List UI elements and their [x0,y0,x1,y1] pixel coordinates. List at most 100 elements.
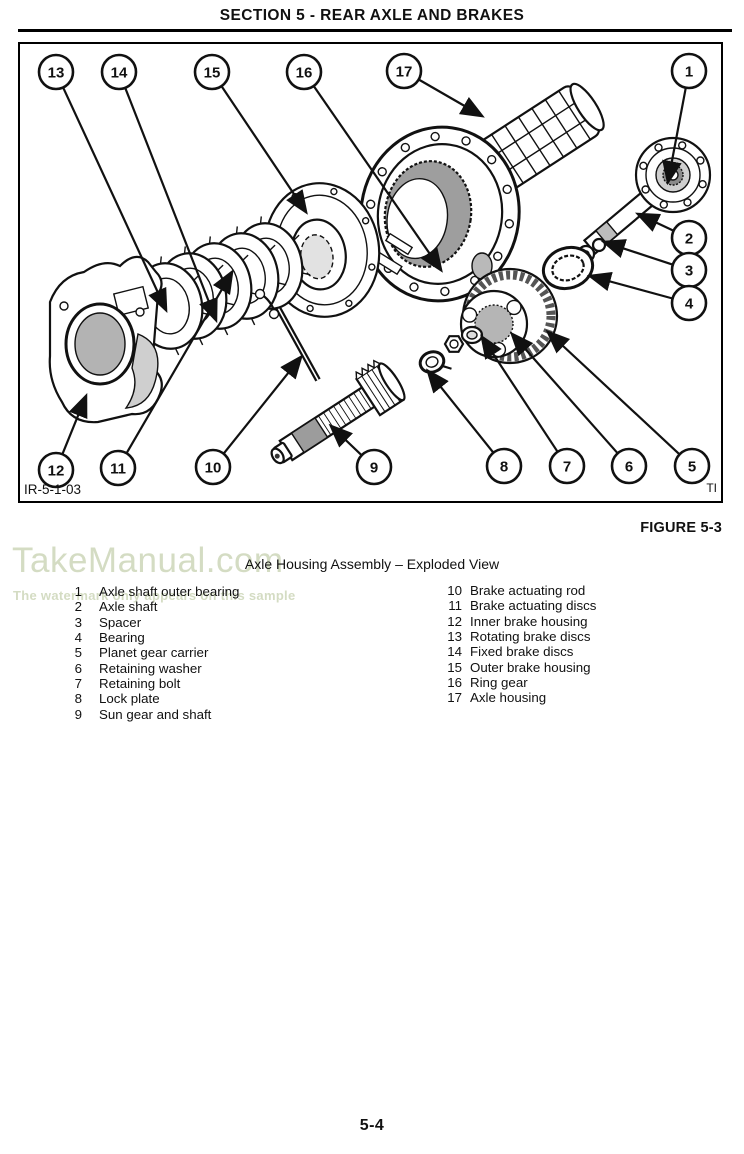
callout-number-3: 3 [685,263,693,280]
callout-circle-12 [37,451,75,489]
callout-number-8: 8 [500,459,508,476]
callout-leader-14 [124,87,218,324]
parts-list-item: 16 Ring gear [438,675,596,690]
part-label: Axle shaft outer bearing [99,584,240,599]
lock-plate-part [418,350,452,374]
part-label: Fixed brake discs [470,644,574,660]
callout-circle-9 [355,448,393,486]
callout-number-2: 2 [685,231,693,248]
callout-number-16: 16 [296,65,313,82]
callout-leader-9 [328,423,363,457]
callout-leader-8 [425,368,495,454]
callout-circle-7 [548,447,586,485]
actuating-lever [254,288,280,320]
part-number: 15 [447,659,462,675]
part-number: 5 [74,645,82,661]
callout-leader-4 [586,271,673,300]
callout-number-13: 13 [48,65,65,82]
callout-leader-16 [312,85,443,273]
part-number: 1 [74,584,82,599]
callout-leader-7 [480,334,559,453]
callout-leader-17 [418,78,485,118]
axle-flange-holes [639,141,707,209]
part-label: Rotating brake discs [470,629,591,645]
callout-circle-17 [385,52,423,90]
part-label: Retaining bolt [99,676,181,692]
figure-label: FIGURE 5-3 [640,520,722,536]
part-number: 8 [74,691,82,707]
artist-initials: TI [706,481,717,495]
callout-leader-15 [220,85,308,215]
callout-circle-14 [100,53,138,91]
callout-number-11: 11 [110,461,126,478]
retaining-bolt-part [443,335,465,353]
parts-list-item: 15 Outer brake housing [438,660,596,675]
part-label: Outer brake housing [470,659,591,675]
part-label: Ring gear [470,675,528,691]
callout-leader-13 [62,86,168,313]
callout-circle-10 [194,448,232,486]
callout-leader-3 [600,239,674,266]
watermark-title: TakeManual.com [12,541,284,580]
part-number: 9 [74,706,82,722]
callout-number-9: 9 [370,460,378,477]
part-label: Axle shaft [99,599,158,615]
callout-circle-15 [193,53,231,91]
retaining-washer-part [460,325,484,345]
callout-circle-6 [610,447,648,485]
callout-number-1: 1 [685,64,693,81]
inner-brake-housing-part [48,255,163,424]
parts-list-item: 5 Planet gear carrier [66,645,239,660]
page-number: 5-4 [359,1117,385,1134]
part-number: 2 [74,599,82,615]
parts-list-item: 9 Sun gear and shaft [66,707,239,722]
part-label: Inner brake housing [470,613,588,629]
part-number: 16 [447,675,462,691]
bearing-part [541,245,595,291]
watermark-subtitle: The watermark only appears on this sampl… [13,588,296,603]
part-label: Planet gear carrier [99,645,209,661]
part-number: 14 [447,644,462,660]
callout-number-6: 6 [625,459,633,476]
header-rule [18,29,732,32]
part-number: 10 [447,583,462,598]
callout-circle-5 [673,447,711,485]
callout-number-4: 4 [685,296,694,313]
callout-number-14: 14 [111,65,128,82]
part-label: Bearing [99,630,145,646]
callout-circle-16 [285,53,323,91]
part-label: Retaining washer [99,660,202,676]
callout-number-12: 12 [48,463,65,480]
callout-leader-2 [635,212,675,232]
callout-circle-1 [670,52,708,90]
callout-number-5: 5 [688,459,696,476]
callout-leader-5 [545,329,681,456]
part-label: Brake actuating discs [470,598,597,614]
callout-leader-1 [662,87,687,186]
part-label: Sun gear and shaft [99,706,212,722]
callout-leader-10 [222,354,304,455]
callout-number-10: 10 [205,460,222,477]
callout-number-7: 7 [563,459,571,476]
callout-circle-13 [37,53,75,91]
axle-housing-part [359,82,605,303]
callout-circle-4 [670,284,708,322]
callout-number-15: 15 [204,65,221,82]
part-number: 3 [74,614,82,630]
part-number: 17 [447,690,462,706]
callout-circle-8 [485,447,523,485]
